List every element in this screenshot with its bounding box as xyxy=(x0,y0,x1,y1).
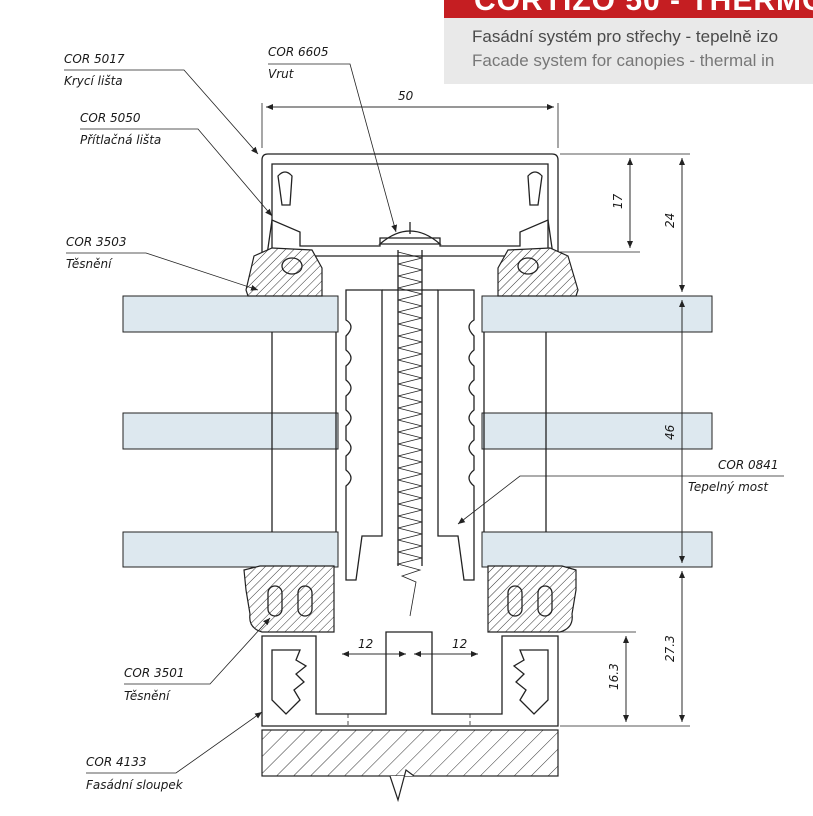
top-gaskets xyxy=(245,247,579,297)
leaders xyxy=(64,63,784,774)
spacer-frames xyxy=(271,332,547,532)
dim-27-3: 27.3 xyxy=(663,635,677,662)
glass-bottom-right xyxy=(481,531,713,568)
dimensions: 50 17 24 46 27.3 16.3 12 12 xyxy=(261,89,690,727)
screw xyxy=(378,222,442,617)
label-cor0841-code: COR 0841 xyxy=(718,458,779,472)
dim-46: 46 xyxy=(663,424,677,440)
label-cor3503-name: Těsnění xyxy=(66,257,113,271)
label-cor4133-code: COR 4133 xyxy=(86,755,147,769)
thermal-break xyxy=(345,289,475,581)
mullion xyxy=(261,631,559,803)
pressure-plate xyxy=(265,219,555,263)
label-cor0841-name: Tepelný most xyxy=(688,480,769,494)
dim-width-top: 50 xyxy=(398,89,414,103)
label-cor4133-name: Fasádní sloupek xyxy=(86,778,184,792)
header-subtitle-cz: Fasádní systém pro střechy - tepelně izo xyxy=(472,27,779,46)
label-cor5050-name: Přítlačná lišta xyxy=(80,133,161,147)
part-labels: COR 5017 Krycí lišta COR 5050 Přítlačná … xyxy=(64,45,779,792)
glass-mid-right xyxy=(481,412,713,450)
label-cor3501-name: Těsnění xyxy=(124,689,171,703)
header-title: CORTIZO 50 - THERMO xyxy=(474,0,813,17)
glass-top-left xyxy=(122,295,339,333)
label-cor3503-code: COR 3503 xyxy=(66,235,127,249)
bottom-gaskets xyxy=(243,565,577,633)
glass-bottom-left xyxy=(122,531,339,568)
label-cor6605-name: Vrut xyxy=(268,67,295,81)
dim-17: 17 xyxy=(611,193,625,209)
cover-cap xyxy=(261,153,559,259)
label-cor6605-code: COR 6605 xyxy=(268,45,329,59)
dim-12-left: 12 xyxy=(358,637,373,651)
label-cor5017-name: Krycí lišta xyxy=(64,74,123,88)
header-subtitle-en: Facade system for canopies - thermal in xyxy=(472,51,775,70)
label-cor5050-code: COR 5050 xyxy=(80,111,141,125)
header-title-bar: CORTIZO 50 - THERMO xyxy=(444,0,813,18)
dim-12-right: 12 xyxy=(452,637,467,651)
glass-top-right xyxy=(481,295,713,333)
glass-panes xyxy=(122,295,713,568)
label-cor5017-code: COR 5017 xyxy=(64,52,125,66)
dim-24: 24 xyxy=(663,213,677,228)
dim-16-3: 16.3 xyxy=(607,663,621,690)
label-cor3501-code: COR 3501 xyxy=(124,666,185,680)
glass-mid-left xyxy=(122,412,339,450)
